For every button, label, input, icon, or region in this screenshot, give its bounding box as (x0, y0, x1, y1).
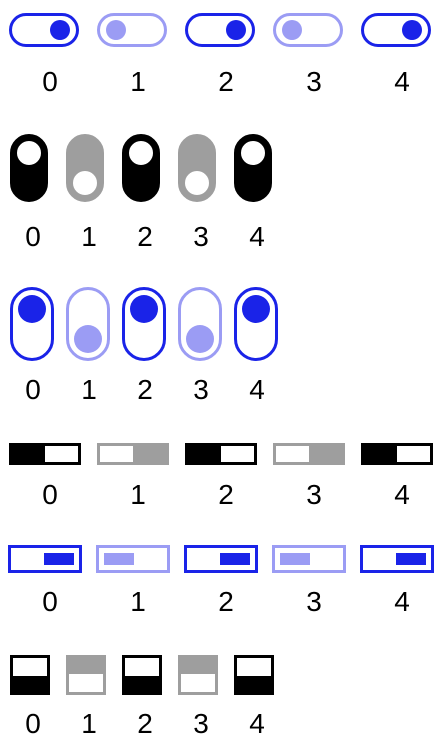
toggle-fill (44, 553, 74, 565)
toggle-fill (13, 676, 47, 692)
toggle-label: 3 (306, 479, 322, 510)
toggle-knob (14, 138, 44, 168)
toggle-switch[interactable] (178, 655, 218, 695)
toggle-label: 0 (25, 221, 41, 252)
toggle-knob (182, 168, 212, 198)
toggle-knob (126, 138, 156, 168)
toggle-fill (12, 446, 45, 462)
toggle-switch[interactable] (361, 13, 431, 47)
toggle-label: 2 (218, 66, 234, 97)
toggle-label: 3 (306, 66, 322, 97)
toggle-fill (133, 446, 166, 462)
toggle-switch[interactable] (122, 287, 166, 361)
toggle-switch[interactable] (66, 655, 106, 695)
toggle-fill (309, 446, 342, 462)
toggle-knob (402, 20, 422, 40)
toggle-label: 3 (306, 586, 322, 617)
toggle-label: 0 (25, 708, 41, 739)
toggle-label: 1 (130, 479, 146, 510)
toggle-switch[interactable] (178, 287, 222, 361)
toggle-switch[interactable] (96, 545, 170, 573)
toggle-switch[interactable] (272, 545, 346, 573)
toggle-switch[interactable] (178, 134, 216, 202)
toggle-knob (242, 295, 270, 323)
toggle-label: 2 (218, 479, 234, 510)
toggle-label: 2 (137, 221, 153, 252)
toggle-label: 1 (81, 708, 97, 739)
toggle-label: 0 (42, 66, 58, 97)
toggle-label: 2 (137, 708, 153, 739)
toggle-switch[interactable] (10, 655, 50, 695)
toggle-label: 4 (394, 586, 410, 617)
toggle-switch[interactable] (66, 287, 110, 361)
toggle-switch[interactable] (234, 287, 278, 361)
toggle-label: 1 (130, 66, 146, 97)
toggle-switch[interactable] (234, 134, 272, 202)
toggle-fill (220, 553, 250, 565)
toggle-switch[interactable] (97, 13, 167, 47)
toggle-label: 4 (394, 66, 410, 97)
toggle-switch[interactable] (184, 545, 258, 573)
toggle-knob (50, 20, 70, 40)
toggle-label: 3 (193, 708, 209, 739)
toggle-label: 1 (81, 374, 97, 405)
toggle-switch[interactable] (273, 13, 343, 47)
toggle-label: 1 (81, 221, 97, 252)
toggle-fill (280, 553, 310, 565)
toggle-knob (282, 20, 302, 40)
toggle-label: 4 (249, 708, 265, 739)
toggle-knob (238, 138, 268, 168)
toggle-label: 4 (249, 221, 265, 252)
toggle-knob (70, 168, 100, 198)
toggle-switch[interactable] (234, 655, 274, 695)
toggle-switch[interactable] (273, 443, 345, 465)
toggle-knob (130, 295, 158, 323)
toggle-switch[interactable] (10, 287, 54, 361)
toggle-fill (104, 553, 134, 565)
toggle-fill (69, 658, 103, 674)
toggle-fill (396, 553, 426, 565)
toggle-switch[interactable] (360, 545, 434, 573)
toggle-label: 4 (249, 374, 265, 405)
toggle-switch[interactable] (9, 13, 79, 47)
toggle-switch[interactable] (361, 443, 433, 465)
toggle-switch[interactable] (97, 443, 169, 465)
toggle-knob (226, 20, 246, 40)
toggle-knob (18, 295, 46, 323)
toggle-knob (106, 20, 126, 40)
toggle-label: 0 (42, 586, 58, 617)
toggle-label: 2 (218, 586, 234, 617)
toggle-label: 1 (130, 586, 146, 617)
toggle-fill (181, 658, 215, 674)
toggle-label: 2 (137, 374, 153, 405)
toggle-switch[interactable] (10, 134, 48, 202)
toggle-switch[interactable] (66, 134, 104, 202)
toggle-switch[interactable] (185, 13, 255, 47)
toggle-fill (364, 446, 397, 462)
toggle-fill (188, 446, 221, 462)
toggle-switch[interactable] (8, 545, 82, 573)
toggle-fill (237, 676, 271, 692)
toggle-label: 4 (394, 479, 410, 510)
toggle-label: 0 (25, 374, 41, 405)
toggle-label: 3 (193, 221, 209, 252)
toggle-label: 3 (193, 374, 209, 405)
toggle-fill (125, 676, 159, 692)
toggle-switch[interactable] (185, 443, 257, 465)
toggle-knob (186, 325, 214, 353)
toggle-label: 0 (42, 479, 58, 510)
toggle-switch[interactable] (122, 134, 160, 202)
toggle-switch[interactable] (9, 443, 81, 465)
toggle-switch[interactable] (122, 655, 162, 695)
toggle-knob (74, 325, 102, 353)
